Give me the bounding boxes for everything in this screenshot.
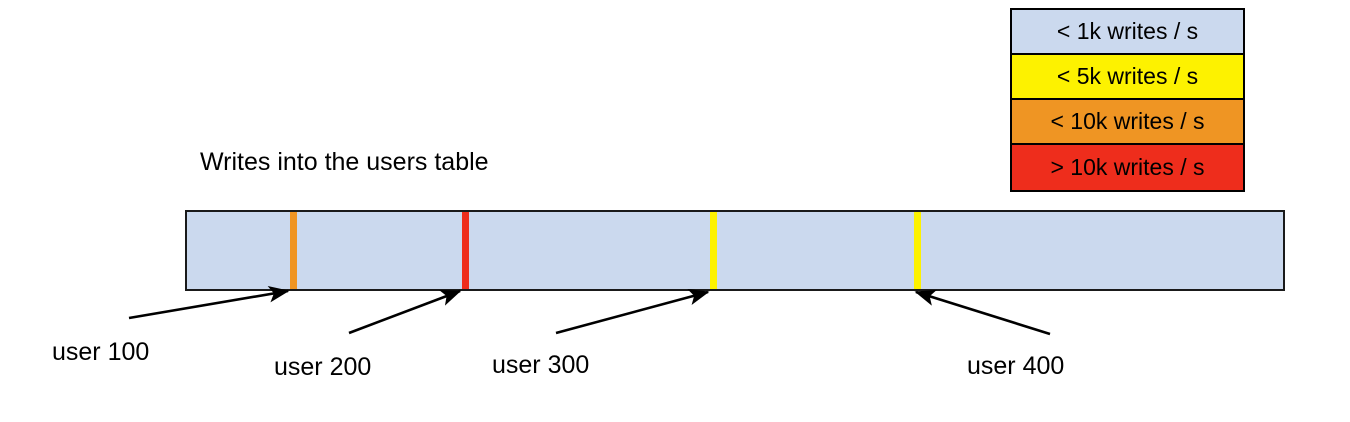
users-table-band [185,210,1285,291]
legend-item-label: < 5k writes / s [1056,63,1199,89]
legend-item-lt-10k: < 10k writes / s [1012,100,1243,145]
callout-label-user-100: user 100 [52,338,150,366]
arrow-user-200 [348,289,462,335]
legend-item-gt-10k: > 10k writes / s [1012,145,1243,190]
legend-item-lt-1k: < 1k writes / s [1012,10,1243,55]
legend-item-lt-5k: < 5k writes / s [1012,55,1243,100]
legend-item-label: < 1k writes / s [1056,18,1199,44]
callout-label-user-300: user 300 [492,351,590,379]
hot-row-stripe-user-100 [290,212,297,289]
arrow-user-400 [914,289,1051,336]
hot-row-stripe-user-200 [462,212,469,289]
callout-label-user-400: user 400 [967,352,1065,380]
arrow-user-100 [128,286,290,320]
legend: < 1k writes / s < 5k writes / s < 10k wr… [1010,8,1245,192]
arrow-user-300 [555,288,710,335]
legend-item-label: < 10k writes / s [1050,108,1205,134]
callout-label-user-200: user 200 [274,353,372,381]
chart-title: Writes into the users table [200,148,489,176]
hot-row-stripe-user-400 [914,212,921,289]
hot-row-stripe-user-300 [710,212,717,289]
legend-item-label: > 10k writes / s [1050,154,1205,180]
